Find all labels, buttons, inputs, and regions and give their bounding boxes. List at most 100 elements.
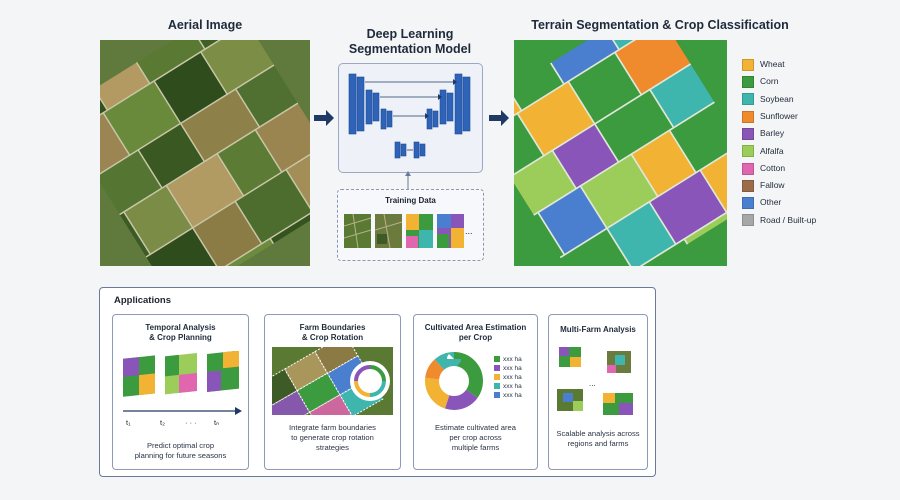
donut-slice	[425, 352, 483, 410]
timeline-label-t1: t₁	[126, 418, 131, 427]
legend-item: Wheat	[742, 58, 785, 71]
area-title-line1: Cultivated Area Estimation	[424, 323, 527, 332]
boundaries-desc-line3: strategies	[316, 443, 349, 452]
area-legend: xxx ha xxx ha xxx ha xxx ha xxx ha	[494, 355, 522, 400]
area-legend-item: xxx ha	[494, 391, 522, 400]
boundaries-desc-line2: to generate crop rotation	[291, 433, 374, 442]
timeline-label-t2: t₂	[160, 418, 165, 427]
farm-map	[607, 351, 631, 373]
legend-item: Barley	[742, 127, 785, 140]
legend-item: Sunflower	[742, 110, 798, 123]
aerial-fields-graphic	[100, 40, 310, 266]
legend-item: Corn	[742, 75, 779, 89]
legend-label: Barley	[760, 128, 785, 139]
segmentation-output-image	[514, 40, 727, 266]
timeline-arrow-icon	[123, 407, 242, 415]
model-title-line1: Deep Learning	[366, 27, 454, 41]
legend-label: Wheat	[760, 59, 785, 69]
legend-label: Other	[760, 197, 782, 208]
farm-boundary-map	[272, 347, 393, 415]
area-legend-swatch	[494, 356, 500, 363]
aerial-image-title: Aerial Image	[167, 18, 243, 32]
multi-farm-card: Multi-Farm Analysis ... Scalable analysi…	[548, 314, 648, 470]
temporal-title-line2: & Crop Planning	[149, 333, 212, 342]
area-legend-item: xxx ha	[494, 364, 522, 373]
multifarm-dots: ...	[589, 379, 596, 388]
temporal-analysis-card: Temporal Analysis & Crop Planning t₁ t₂ …	[112, 314, 249, 470]
multifarm-desc-line2: regions and farms	[567, 439, 629, 448]
arrow-right-icon	[314, 110, 334, 126]
legend-label: Fallow	[760, 180, 785, 191]
farm-boundaries-card: Farm Boundaries & Crop Rotation	[264, 314, 401, 470]
training-sample-mask-1	[406, 214, 433, 248]
area-legend-swatch	[494, 374, 500, 381]
legend-swatch	[742, 214, 754, 227]
temporal-desc-line1: Predict optimal crop	[146, 441, 215, 450]
arrow-right-icon	[489, 110, 509, 126]
training-sample-aerial-2	[374, 213, 403, 249]
area-desc-line3: multiple farms	[451, 443, 500, 452]
area-legend-item: xxx ha	[494, 355, 522, 364]
donut-slice	[425, 352, 483, 410]
area-legend-label: xxx ha	[503, 392, 522, 399]
applications-panel: Applications Temporal Analysis & Crop Pl…	[99, 287, 656, 477]
training-samples	[344, 213, 464, 249]
farm-map	[559, 347, 581, 367]
temporal-maps	[123, 351, 239, 397]
training-sample-mask-2	[437, 214, 464, 248]
segmentation-map-graphic	[514, 40, 727, 266]
legend-label: Alfalfa	[760, 145, 784, 156]
area-desc-line1: Estimate cultivated area	[434, 423, 517, 432]
unet-diagram	[348, 73, 471, 159]
training-sample-aerial-1	[344, 213, 372, 249]
legend-swatch	[742, 110, 754, 123]
area-donut-chart	[425, 352, 483, 410]
legend-swatch	[742, 197, 754, 210]
area-legend-label: xxx ha	[503, 374, 522, 381]
boundaries-title-line1: Farm Boundaries	[299, 323, 366, 332]
legend-swatch	[742, 162, 754, 175]
timeline-label-tn: tₙ	[214, 418, 220, 427]
temporal-desc-line2: planning for future seasons	[134, 451, 227, 460]
segmentation-model-box	[338, 63, 483, 173]
legend-label: Sunflower	[760, 110, 798, 121]
rotation-cycle-icon	[354, 365, 386, 397]
boundaries-desc-line1: Integrate farm boundaries	[289, 423, 376, 432]
output-title: Terrain Segmentation & Crop Classificati…	[531, 18, 789, 32]
farm-map	[603, 393, 633, 415]
area-legend-label: xxx ha	[503, 383, 522, 390]
area-legend-swatch	[494, 392, 500, 399]
area-legend-label: xxx ha	[503, 365, 522, 372]
legend-label: Cotton	[760, 162, 786, 173]
legend-item: Road / Built-up	[742, 214, 817, 227]
legend-label: Soybean	[760, 93, 794, 104]
legend-swatch	[742, 76, 754, 89]
temporal-title-line1: Temporal Analysis	[145, 323, 216, 332]
legend-label: Corn	[760, 76, 779, 87]
area-legend-swatch	[494, 365, 500, 372]
farm-map	[557, 389, 583, 411]
multi-farm-maps	[557, 347, 633, 415]
donut-slice	[425, 352, 483, 410]
area-desc-line2: per crop across	[449, 433, 502, 442]
applications-heading: Applications	[114, 295, 172, 306]
legend-label: Road / Built-up	[760, 214, 817, 225]
multifarm-desc-line1: Scalable analysis across	[556, 429, 640, 438]
arrow-up-icon	[405, 171, 411, 191]
model-title: Deep Learning Segmentation Model	[330, 27, 490, 57]
legend-swatch	[742, 179, 754, 192]
timeline-dots: · · ·	[185, 418, 197, 427]
legend-swatch	[742, 58, 754, 71]
legend-swatch	[742, 93, 754, 106]
legend-swatch	[742, 127, 754, 140]
legend-item: Fallow	[742, 179, 785, 192]
aerial-image	[100, 40, 310, 266]
area-legend-swatch	[494, 383, 500, 390]
training-data-label: Training Data	[385, 196, 436, 205]
boundaries-title-line2: & Crop Rotation	[301, 333, 364, 342]
area-estimation-card: Cultivated Area Estimation per Crop xxx …	[413, 314, 538, 470]
legend-item: Soybean	[742, 93, 794, 106]
training-data-box: Training Data ...	[337, 189, 484, 261]
legend-item: Alfalfa	[742, 145, 784, 158]
area-legend-label: xxx ha	[503, 356, 522, 363]
